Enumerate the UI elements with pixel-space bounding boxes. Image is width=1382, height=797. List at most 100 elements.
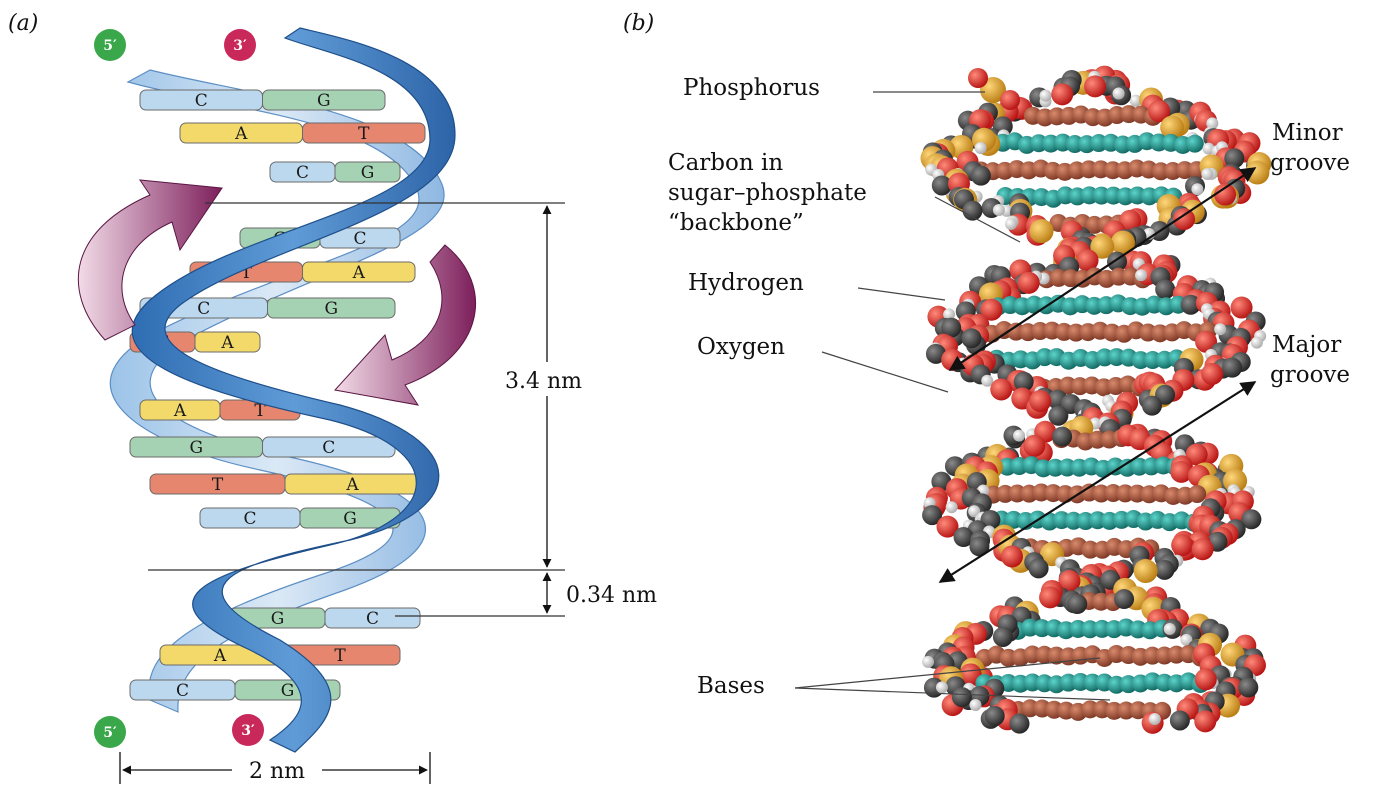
backbone-atom <box>1224 148 1245 169</box>
oxygen-atom <box>968 68 988 88</box>
backbone-atom <box>1194 668 1217 691</box>
backbone-atom <box>1009 713 1030 734</box>
backbone-atom <box>1191 538 1214 561</box>
base-letter: C <box>322 438 335 458</box>
backbone-atom <box>1202 142 1215 155</box>
space-filling-model <box>920 65 1272 734</box>
svg-text:3′: 3′ <box>233 38 247 54</box>
label-minor-line2: groove <box>1270 150 1350 176</box>
backbone-atom <box>1169 710 1190 731</box>
base-letter: C <box>243 509 256 529</box>
base-letter: G <box>281 681 295 701</box>
backbone-atom <box>1238 677 1259 698</box>
base-letter: T <box>254 401 266 421</box>
rotation-arrow-right <box>334 244 477 406</box>
backbone-atom <box>1160 115 1185 140</box>
label-oxygen: Oxygen <box>697 334 785 360</box>
rise-label: 0.34 nm <box>566 583 657 608</box>
base-letter: T <box>334 646 346 666</box>
backbone-atom <box>1180 633 1193 646</box>
backbone-atom <box>1029 390 1052 413</box>
backbone-atom <box>1191 183 1204 196</box>
backbone-atom <box>962 200 983 221</box>
backbone-atom <box>1201 362 1224 385</box>
backbone-atom <box>1214 323 1227 336</box>
base-letter: G <box>324 299 338 319</box>
backbone-atom <box>1148 712 1161 725</box>
backbone-atom <box>1112 87 1125 100</box>
label-phosphorus: Phosphorus <box>683 75 820 101</box>
base-letter: C <box>197 299 210 319</box>
backbone-atom <box>1148 100 1171 123</box>
backbone-atom <box>1206 117 1219 130</box>
base-letter: G <box>343 509 357 529</box>
backbone-atom <box>990 378 1013 401</box>
base-atom <box>1185 134 1204 153</box>
base-right <box>194 331 261 353</box>
base-right <box>267 297 396 319</box>
base-letter: T <box>358 124 370 144</box>
backbone-atom <box>1001 545 1024 568</box>
backbone-atom <box>951 687 972 708</box>
label-carbon-line3: “backbone” <box>668 210 804 236</box>
backbone-atom <box>1017 271 1040 294</box>
base-letter: C <box>353 229 366 249</box>
base-letter: A <box>173 401 187 421</box>
backbone-atom <box>1028 558 1049 579</box>
backbone-atom <box>945 501 958 514</box>
major-groove-arrow <box>938 381 1257 583</box>
backbone-atom <box>1005 217 1018 230</box>
base-right <box>334 161 401 183</box>
backbone-atom <box>931 175 952 196</box>
phosphorus-atom <box>980 77 1006 103</box>
backbone-atom <box>1039 586 1062 609</box>
backbone-atom <box>1171 534 1194 557</box>
backbone-atom <box>961 328 982 349</box>
backbone-atom <box>1084 75 1107 98</box>
svg-text:5′: 5′ <box>103 725 117 741</box>
backbone-atom <box>925 343 946 364</box>
backbone-atom <box>1067 593 1088 614</box>
backbone-atom <box>1013 429 1026 442</box>
rotation-arrow-left <box>77 179 223 341</box>
backbone-atom <box>1163 623 1176 636</box>
backbone-atom <box>1052 426 1073 447</box>
backbone-atom <box>992 626 1013 647</box>
backbone-atom <box>1029 219 1054 244</box>
backbone-atom <box>1194 710 1217 733</box>
five-prime-badge-bottom: 5′ <box>94 716 126 748</box>
backbone-atom <box>984 705 1005 726</box>
three-prime-badge-bottom: 3′ <box>232 714 264 746</box>
base-atom <box>1188 485 1207 504</box>
base-letter: A <box>220 333 234 353</box>
backbone-atom <box>922 655 935 668</box>
backbone-atom <box>1114 589 1135 610</box>
svg-text:3′: 3′ <box>241 723 255 739</box>
panel-a-label: (a) <box>8 11 38 36</box>
base-letter: G <box>317 91 331 111</box>
base-right <box>324 607 421 629</box>
label-minor-line1: Minor <box>1272 120 1343 146</box>
backbone-atom <box>1023 434 1046 457</box>
base-letter: C <box>366 609 379 629</box>
base-letter: A <box>345 475 359 495</box>
backbone-atom <box>1135 269 1148 282</box>
backbone-atom <box>1133 559 1158 584</box>
backbone-atom <box>1051 83 1074 106</box>
backbone-atom <box>1039 89 1052 102</box>
base-letter: C <box>176 681 189 701</box>
base-letter: A <box>352 263 366 283</box>
label-major-line2: groove <box>1270 362 1350 388</box>
oxygen-atom <box>1000 90 1020 110</box>
backbone-strand-dark <box>131 27 456 753</box>
base-letter: G <box>361 163 375 183</box>
label-hydrogen: Hydrogen <box>688 270 804 296</box>
three-prime-badge-top: 3′ <box>224 29 256 61</box>
